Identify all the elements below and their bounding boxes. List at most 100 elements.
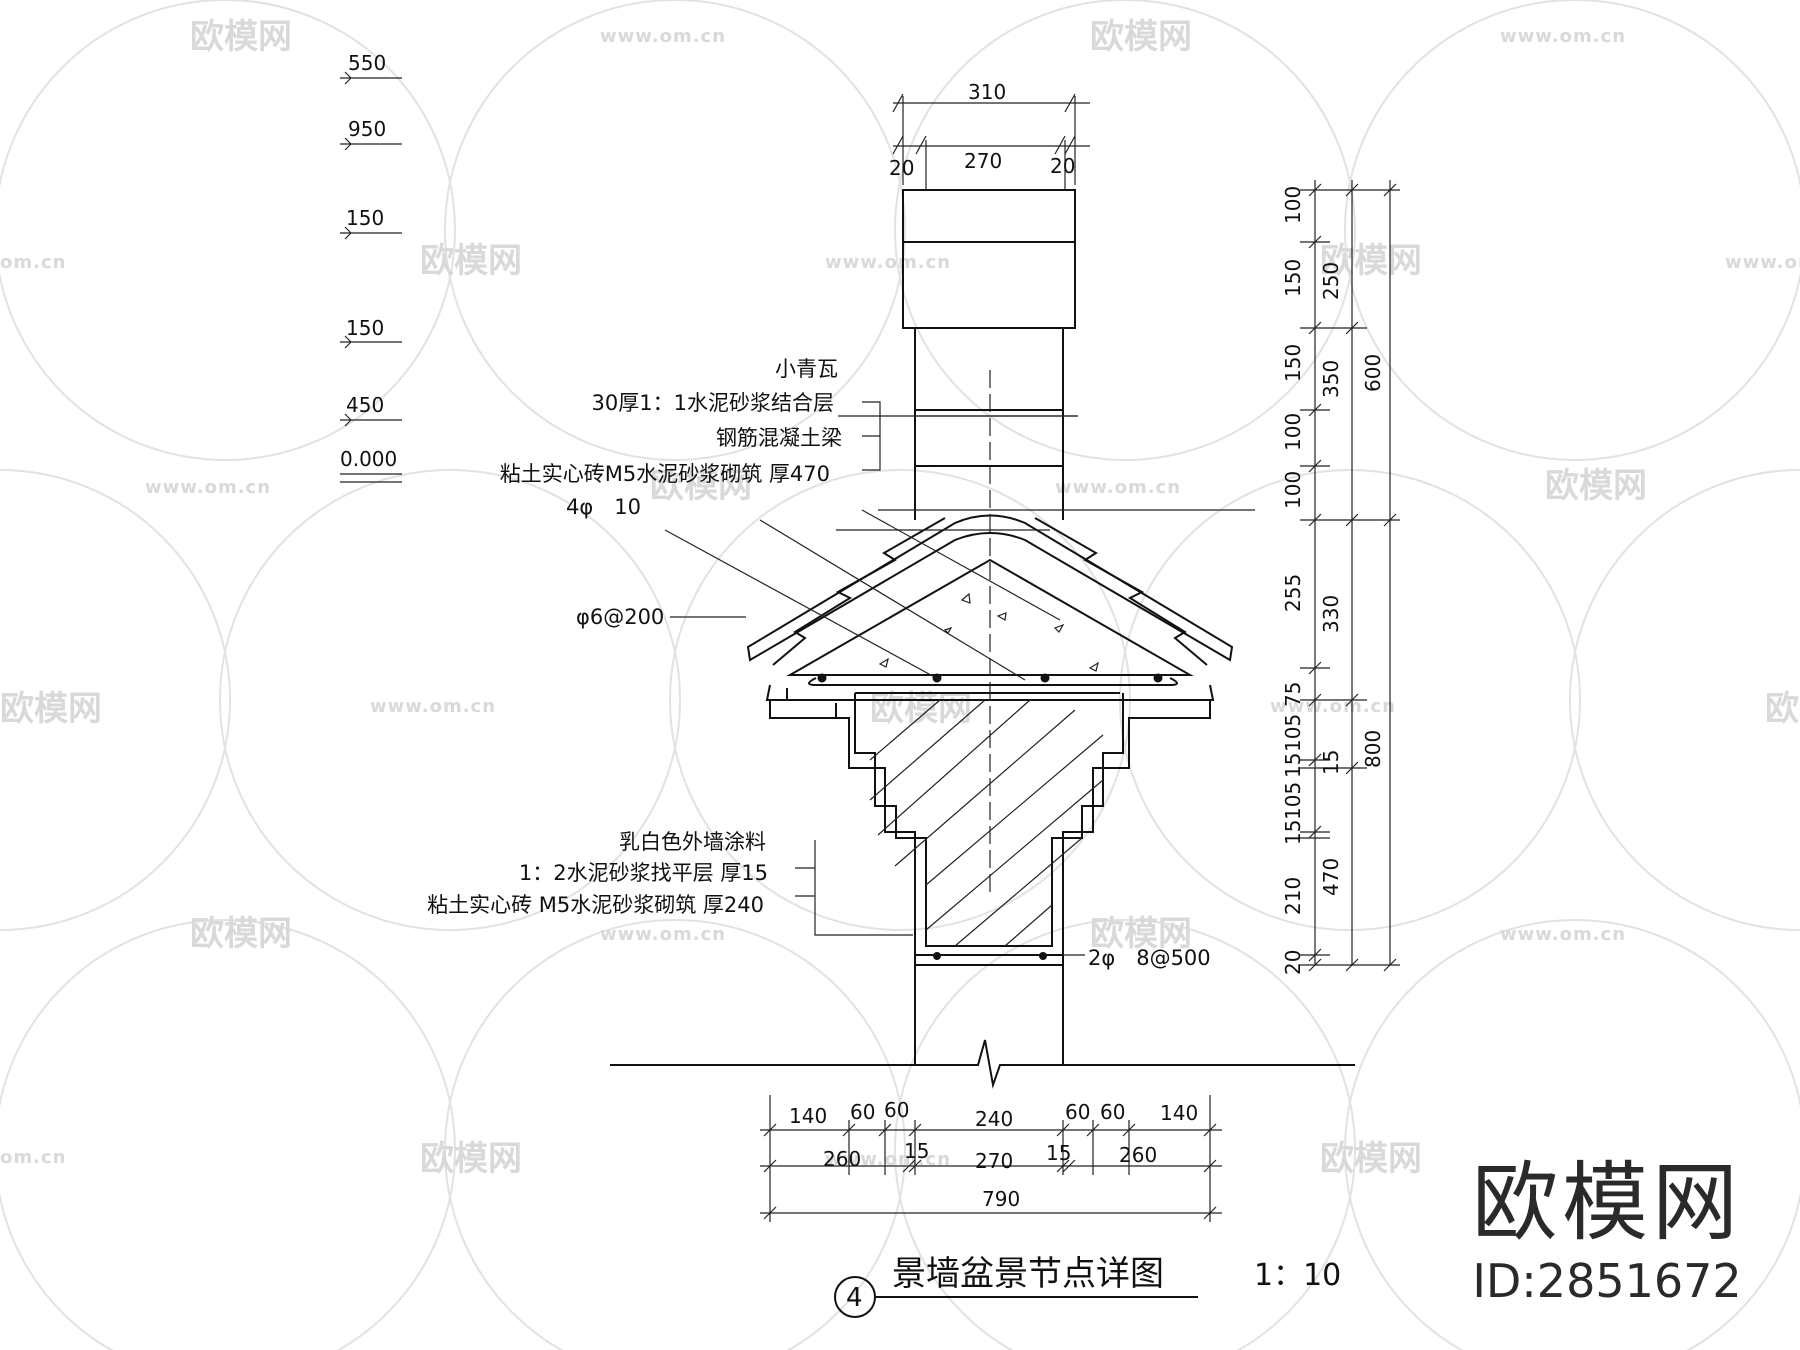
svg-text:0.000: 0.000: [340, 447, 397, 471]
svg-text:1：2水泥砂浆找平层 厚15: 1：2水泥砂浆找平层 厚15: [519, 861, 768, 885]
svg-text:60: 60: [1100, 1100, 1125, 1124]
svg-text:1：10: 1：10: [1254, 1258, 1341, 1293]
svg-text:www.om.cn: www.om.cn: [825, 252, 951, 273]
svg-text:www.om.cn: www.om.cn: [1500, 924, 1626, 945]
svg-text:欧模网: 欧模网: [1320, 241, 1422, 281]
svg-text:105: 105: [1281, 714, 1305, 752]
svg-text:www.om.cn: www.om.cn: [370, 696, 496, 717]
dim-col2: 250 350 330 15 470: [1319, 262, 1343, 896]
svg-text:www.om.cn: www.om.cn: [1270, 696, 1396, 717]
svg-text:150: 150: [346, 316, 384, 340]
svg-text:140: 140: [1160, 1101, 1198, 1125]
svg-text:欧模网: 欧模网: [420, 1139, 522, 1179]
svg-text:150: 150: [1281, 259, 1305, 297]
svg-text:4φ 10: 4φ 10: [566, 495, 641, 519]
svg-text:550: 550: [348, 51, 386, 75]
svg-text:15: 15: [1281, 820, 1305, 845]
svg-text:140: 140: [789, 1104, 827, 1128]
svg-text:100: 100: [1281, 186, 1305, 224]
svg-text:www.om.cn: www.om.cn: [600, 924, 726, 945]
brand-logo: 欧模网: [1472, 1153, 1742, 1253]
svg-text:100: 100: [1281, 413, 1305, 451]
svg-text:欧模网: 欧模网: [870, 689, 972, 729]
svg-text:330: 330: [1319, 595, 1343, 633]
svg-text:20: 20: [889, 156, 914, 180]
hatch-lines: [869, 699, 1104, 947]
svg-text:260: 260: [823, 1147, 861, 1171]
dim-col3: 600 800: [1361, 354, 1385, 768]
svg-text:www.om.cn: www.om.cn: [1500, 26, 1626, 47]
svg-text:30厚1：1水泥砂浆结合层: 30厚1：1水泥砂浆结合层: [592, 391, 834, 415]
svg-text:om.cn: om.cn: [0, 252, 66, 273]
svg-text:450: 450: [346, 393, 384, 417]
svg-text:粘土实心砖 M5水泥砂浆砌筑 厚240: 粘土实心砖 M5水泥砂浆砌筑 厚240: [427, 893, 764, 917]
svg-text:150: 150: [346, 206, 384, 230]
tile-roof: [746, 514, 1234, 701]
wall-section: [902, 189, 1076, 1065]
svg-text:60: 60: [850, 1100, 875, 1124]
planter-body: [769, 370, 1211, 966]
top-dimensions: 310 20 270 20: [889, 80, 1090, 190]
svg-text:www.om.cn: www.om.cn: [1055, 477, 1181, 498]
leader-lines: [664, 401, 1255, 956]
svg-text:粘土实心砖M5水泥砂浆砌筑 厚470: 粘土实心砖M5水泥砂浆砌筑 厚470: [500, 462, 830, 486]
svg-text:15: 15: [1319, 750, 1343, 775]
svg-text:乳白色外墙涂料: 乳白色外墙涂料: [619, 830, 766, 854]
svg-text:150: 150: [1281, 344, 1305, 382]
svg-text:om.cn: om.cn: [0, 1147, 66, 1168]
svg-text:15: 15: [1046, 1141, 1071, 1165]
svg-text:60: 60: [1065, 1100, 1090, 1124]
svg-text:600: 600: [1361, 354, 1385, 392]
svg-text:欧模网: 欧模网: [0, 689, 102, 729]
svg-text:310: 310: [968, 80, 1006, 104]
svg-text:www.om.cn: www.om.cn: [825, 1149, 951, 1170]
elevation-450: 450: [340, 393, 402, 427]
svg-text:欧模网: 欧模网: [420, 241, 522, 281]
svg-text:20: 20: [1050, 154, 1075, 178]
svg-text:20: 20: [1281, 950, 1305, 975]
svg-text:15: 15: [1281, 753, 1305, 778]
svg-text:270: 270: [975, 1149, 1013, 1173]
drawing-title: 4 景墙盆景节点详图 1：10: [834, 1254, 1341, 1318]
svg-text:欧模网: 欧模网: [190, 914, 292, 954]
dim-col1: 100 150 150 100 100 255 75 105 15 105 15…: [1281, 186, 1305, 975]
svg-text:60: 60: [884, 1098, 909, 1122]
svg-text:欧模网: 欧模网: [1090, 914, 1192, 954]
svg-text:钢筋混凝土梁: 钢筋混凝土梁: [716, 426, 842, 450]
svg-text:950: 950: [348, 117, 386, 141]
svg-text:www.om.cn: www.om.cn: [600, 26, 726, 47]
svg-text:φ6@200: φ6@200: [576, 605, 664, 629]
svg-text:470: 470: [1319, 858, 1343, 896]
elevation-150-a: 150: [340, 206, 402, 240]
planter-base: [914, 954, 1064, 966]
svg-text:350: 350: [1319, 360, 1343, 398]
elevation-0: 0.000: [340, 447, 402, 483]
svg-text:210: 210: [1281, 877, 1305, 915]
annotations-lower: 乳白色外墙涂料 1：2水泥砂浆找平层 厚15 粘土实心砖 M5水泥砂浆砌筑 厚2…: [427, 830, 1211, 970]
svg-text:欧模网: 欧模网: [650, 466, 752, 506]
svg-text:欧模网: 欧模网: [1545, 466, 1647, 506]
aggregate-marks: [878, 592, 1099, 672]
svg-text:75: 75: [1281, 682, 1305, 707]
elevation-550: 550: [340, 51, 402, 85]
detail-number-circle: [834, 1276, 876, 1318]
elevation-150-b: 150: [340, 316, 402, 349]
right-dimensions: 100 150 150 100 100 255 75 105 15 105 15…: [1281, 180, 1400, 975]
svg-text:260: 260: [1119, 1143, 1157, 1167]
watermarks: 欧模网 www.om.cn 欧模网 www.om.cn om.cn 欧模网 ww…: [0, 17, 1800, 1179]
svg-text:欧模网: 欧模网: [1765, 689, 1800, 729]
elevation-markers: 550 950 150 150 450 0.000: [340, 51, 402, 483]
svg-text:250: 250: [1319, 262, 1343, 300]
svg-text:www.om.cn: www.om.cn: [1725, 252, 1800, 273]
svg-text:欧模网: 欧模网: [190, 17, 292, 57]
svg-text:2φ 8@500: 2φ 8@500: [1088, 946, 1211, 970]
svg-text:100: 100: [1281, 471, 1305, 509]
svg-text:240: 240: [975, 1107, 1013, 1131]
svg-text:255: 255: [1281, 574, 1305, 612]
ground-line: [610, 1039, 1355, 1089]
svg-text:790: 790: [982, 1187, 1020, 1211]
svg-text:15: 15: [904, 1139, 929, 1163]
svg-text:270: 270: [964, 149, 1002, 173]
svg-text:欧模网: 欧模网: [1320, 1139, 1422, 1179]
